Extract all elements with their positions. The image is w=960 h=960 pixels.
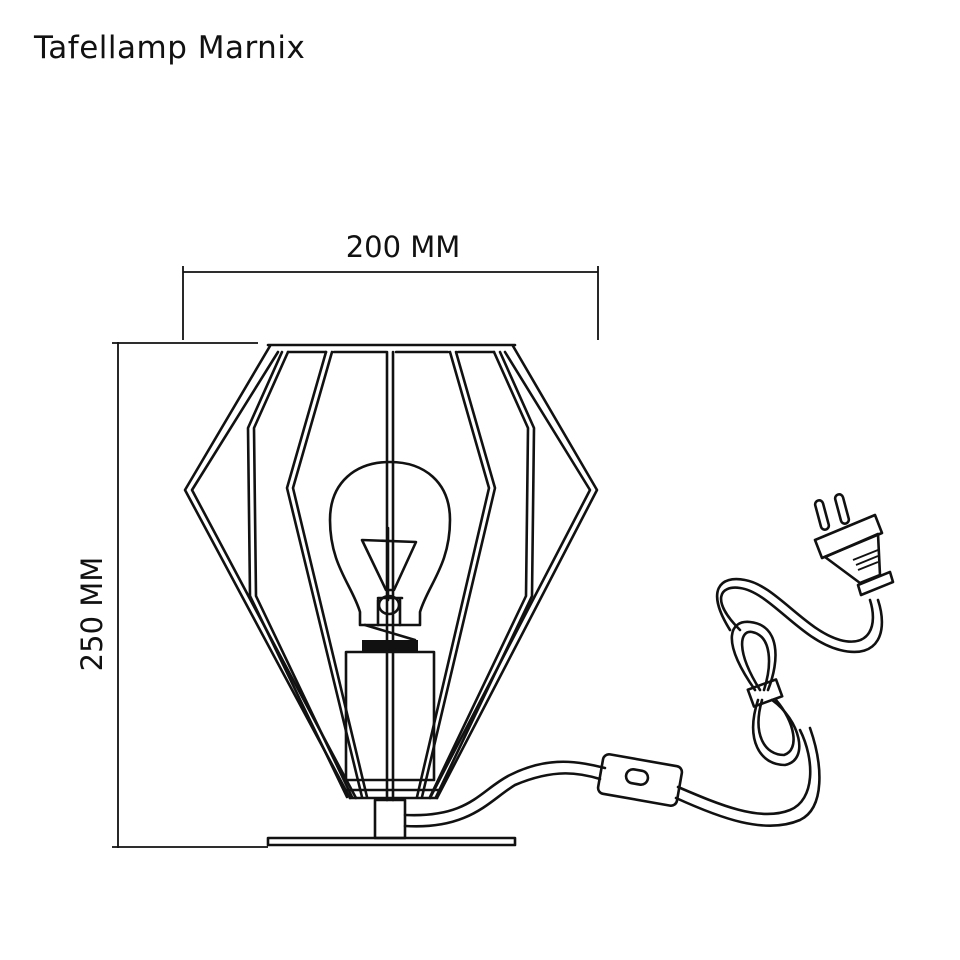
lamp-socket bbox=[344, 650, 436, 782]
light-bulb bbox=[328, 460, 452, 652]
lamp-shade-cage bbox=[183, 343, 599, 802]
width-dimension-label: 200 MM bbox=[345, 230, 461, 264]
height-dimension-line bbox=[112, 342, 268, 848]
power-cord bbox=[403, 577, 884, 828]
power-plug-icon bbox=[813, 493, 895, 597]
lamp-base bbox=[266, 798, 517, 847]
width-dimension-line bbox=[182, 266, 599, 340]
inline-switch-icon bbox=[596, 753, 684, 807]
drawing-title: Tafellamp Marnix bbox=[34, 30, 306, 66]
